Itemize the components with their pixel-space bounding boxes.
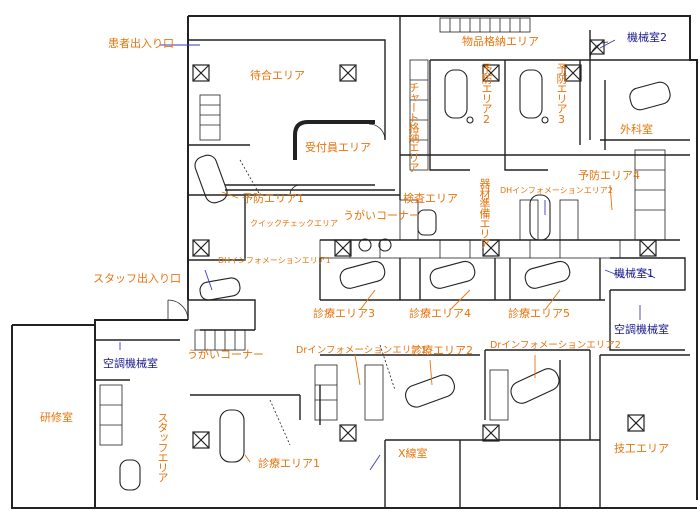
- label-exam-area: 検査エリア: [403, 192, 458, 205]
- door-swings: [167, 41, 609, 446]
- label-surgery-room: 外科室: [620, 123, 653, 136]
- label-gargle-corner-top: うがいコーナー: [343, 209, 420, 222]
- columns: [192, 39, 657, 449]
- label-supply-storage: 物品格納エリア: [462, 35, 539, 48]
- label-prevention-4: 予防エリア4: [578, 169, 640, 182]
- label-reception-area: 受付員エリア: [305, 141, 371, 154]
- label-treatment-5: 診療エリア5: [508, 307, 570, 320]
- dental-chairs: [119, 69, 671, 491]
- label-prevention-2: 予防エリア2: [480, 63, 493, 125]
- label-prevention-1: 予防エリア1: [242, 192, 304, 205]
- cabinets: [99, 17, 666, 446]
- label-treatment-2: 診療エリア2: [411, 344, 473, 357]
- label-treatment-4: 診療エリア4: [409, 307, 471, 320]
- label-patient-entrance: 患者出入り口: [108, 37, 174, 50]
- label-waiting-area: 待合エリア: [250, 69, 305, 82]
- label-dh-info-2: DHインフォメーションエリア2: [500, 186, 613, 195]
- label-treatment-3: 診療エリア3: [313, 307, 375, 320]
- label-machine-room-1: 機械室1: [614, 267, 654, 280]
- label-training-room: 研修室: [40, 411, 73, 424]
- outer-walls: [11, 15, 698, 509]
- label-machine-room-2: 機械室2: [627, 31, 667, 44]
- label-gargle-corner-bottom: うがいコーナー: [187, 348, 264, 361]
- label-quick-check: クイックチェックエリア: [250, 219, 338, 228]
- label-instrument-prep: 器材準備エリア: [478, 178, 491, 248]
- leader-lines: [119, 39, 656, 471]
- label-dr-info-1: Drインフォメーションエリア1: [296, 345, 427, 356]
- label-staff-entrance: スタッフ出入り口: [93, 272, 181, 285]
- label-dh-info-1: DHインフォメーションエリア1: [218, 256, 331, 265]
- interior-walls: [95, 16, 690, 508]
- label-prevention-3: 予防エリア3: [555, 63, 568, 125]
- label-treatment-1: 診療エリア1: [258, 457, 320, 470]
- label-staff-area: スタッフエリア: [156, 412, 169, 482]
- label-ac-room-right: 空調機械室: [614, 323, 669, 336]
- label-dr-info-2: Drインフォメーションエリア2: [490, 340, 621, 351]
- label-technician-area: 技工エリア: [614, 442, 669, 455]
- label-xray-room: X線室: [398, 447, 428, 460]
- label-ac-room-left: 空調機械室: [103, 357, 158, 370]
- label-chart-storage: チャート格納エリア: [407, 82, 420, 172]
- reception-counter: [293, 120, 375, 160]
